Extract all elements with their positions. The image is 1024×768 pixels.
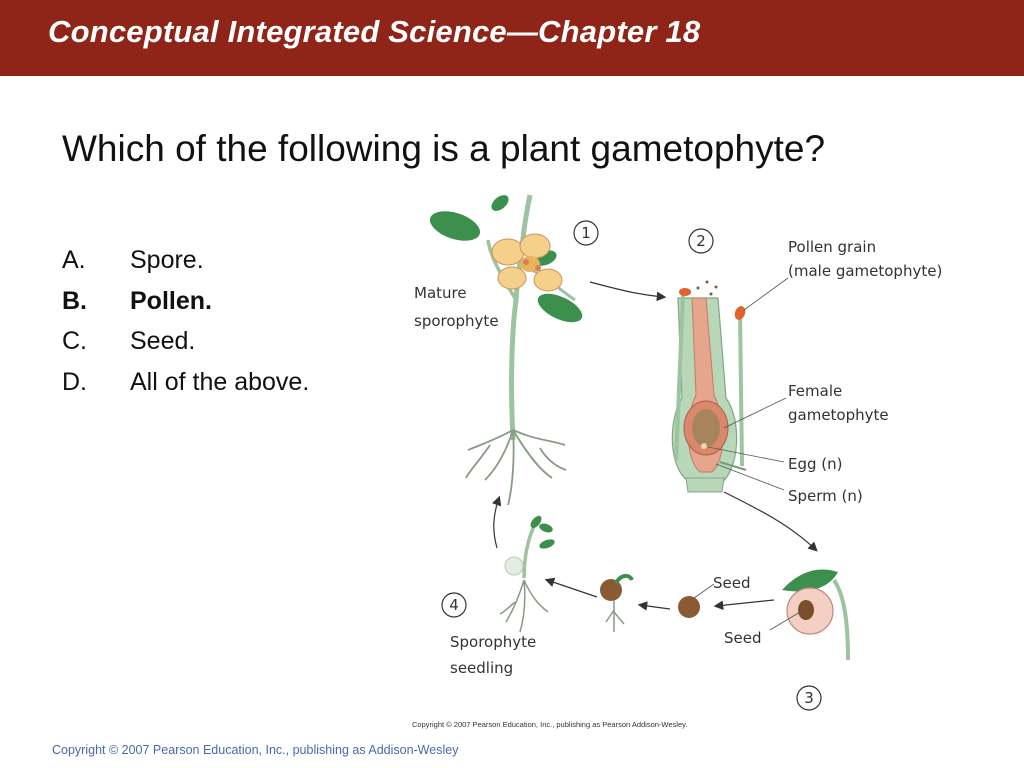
answer-b[interactable]: B. Pollen. <box>62 287 309 328</box>
plant-life-cycle-figure: 1 2 3 4 Mature sporophyte Pollen grain (… <box>400 188 960 733</box>
answer-a[interactable]: A. Spore. <box>62 246 309 287</box>
figure-copyright: Copyright © 2007 Pearson Education, Inc.… <box>412 720 687 729</box>
step-number-4: 4 <box>441 592 467 618</box>
step-number-2: 2 <box>688 228 714 254</box>
mature-sporophyte-illustration <box>429 194 583 506</box>
label-sperm: Sperm (n) <box>788 487 863 505</box>
label-sporophyte-seedling-1: Sporophyte <box>450 633 536 651</box>
svg-text:3: 3 <box>804 689 814 707</box>
answer-text: Seed. <box>130 327 196 355</box>
leader-lines <box>693 277 801 631</box>
label-sporophyte: sporophyte <box>414 312 499 330</box>
svg-text:1: 1 <box>581 224 591 242</box>
svg-text:4: 4 <box>449 596 459 614</box>
label-seed-upper: Seed <box>713 574 751 592</box>
label-egg: Egg (n) <box>788 455 843 473</box>
answer-letter: D. <box>62 367 87 396</box>
title-banner: Conceptual Integrated Science—Chapter 18 <box>0 0 1024 76</box>
step-number-3: 3 <box>796 685 822 711</box>
svg-text:2: 2 <box>696 232 706 250</box>
label-sporophyte-seedling-2: seedling <box>450 659 513 677</box>
answer-text: Pollen. <box>130 286 212 315</box>
label-pollen-grain: Pollen grain <box>788 238 876 256</box>
cycle-arrows <box>492 281 818 611</box>
answer-c[interactable]: C. Seed. <box>62 327 309 368</box>
seed-illustration <box>782 569 850 661</box>
label-female: Female <box>788 382 842 400</box>
label-male-gametophyte: (male gametophyte) <box>788 262 942 280</box>
label-female-gametophyte: gametophyte <box>788 406 889 424</box>
answer-list: A. Spore. B. Pollen. C. Seed. D. All of … <box>62 246 309 408</box>
germination-illustration <box>499 514 700 633</box>
answer-letter: A. <box>62 246 86 274</box>
chapter-title: Conceptual Integrated Science—Chapter 18 <box>48 14 701 49</box>
answer-letter: B. <box>62 286 87 315</box>
label-mature: Mature <box>414 284 467 302</box>
label-seed-lower: Seed <box>724 629 762 647</box>
footer-copyright: Copyright © 2007 Pearson Education, Inc.… <box>52 743 459 757</box>
answer-text: All of the above. <box>130 367 310 396</box>
answer-letter: C. <box>62 327 87 355</box>
answer-text: Spore. <box>130 246 204 274</box>
step-number-1: 1 <box>573 220 599 246</box>
answer-d[interactable]: D. All of the above. <box>62 368 309 409</box>
question-text: Which of the following is a plant gameto… <box>62 128 826 169</box>
pistil-illustration <box>671 280 747 493</box>
